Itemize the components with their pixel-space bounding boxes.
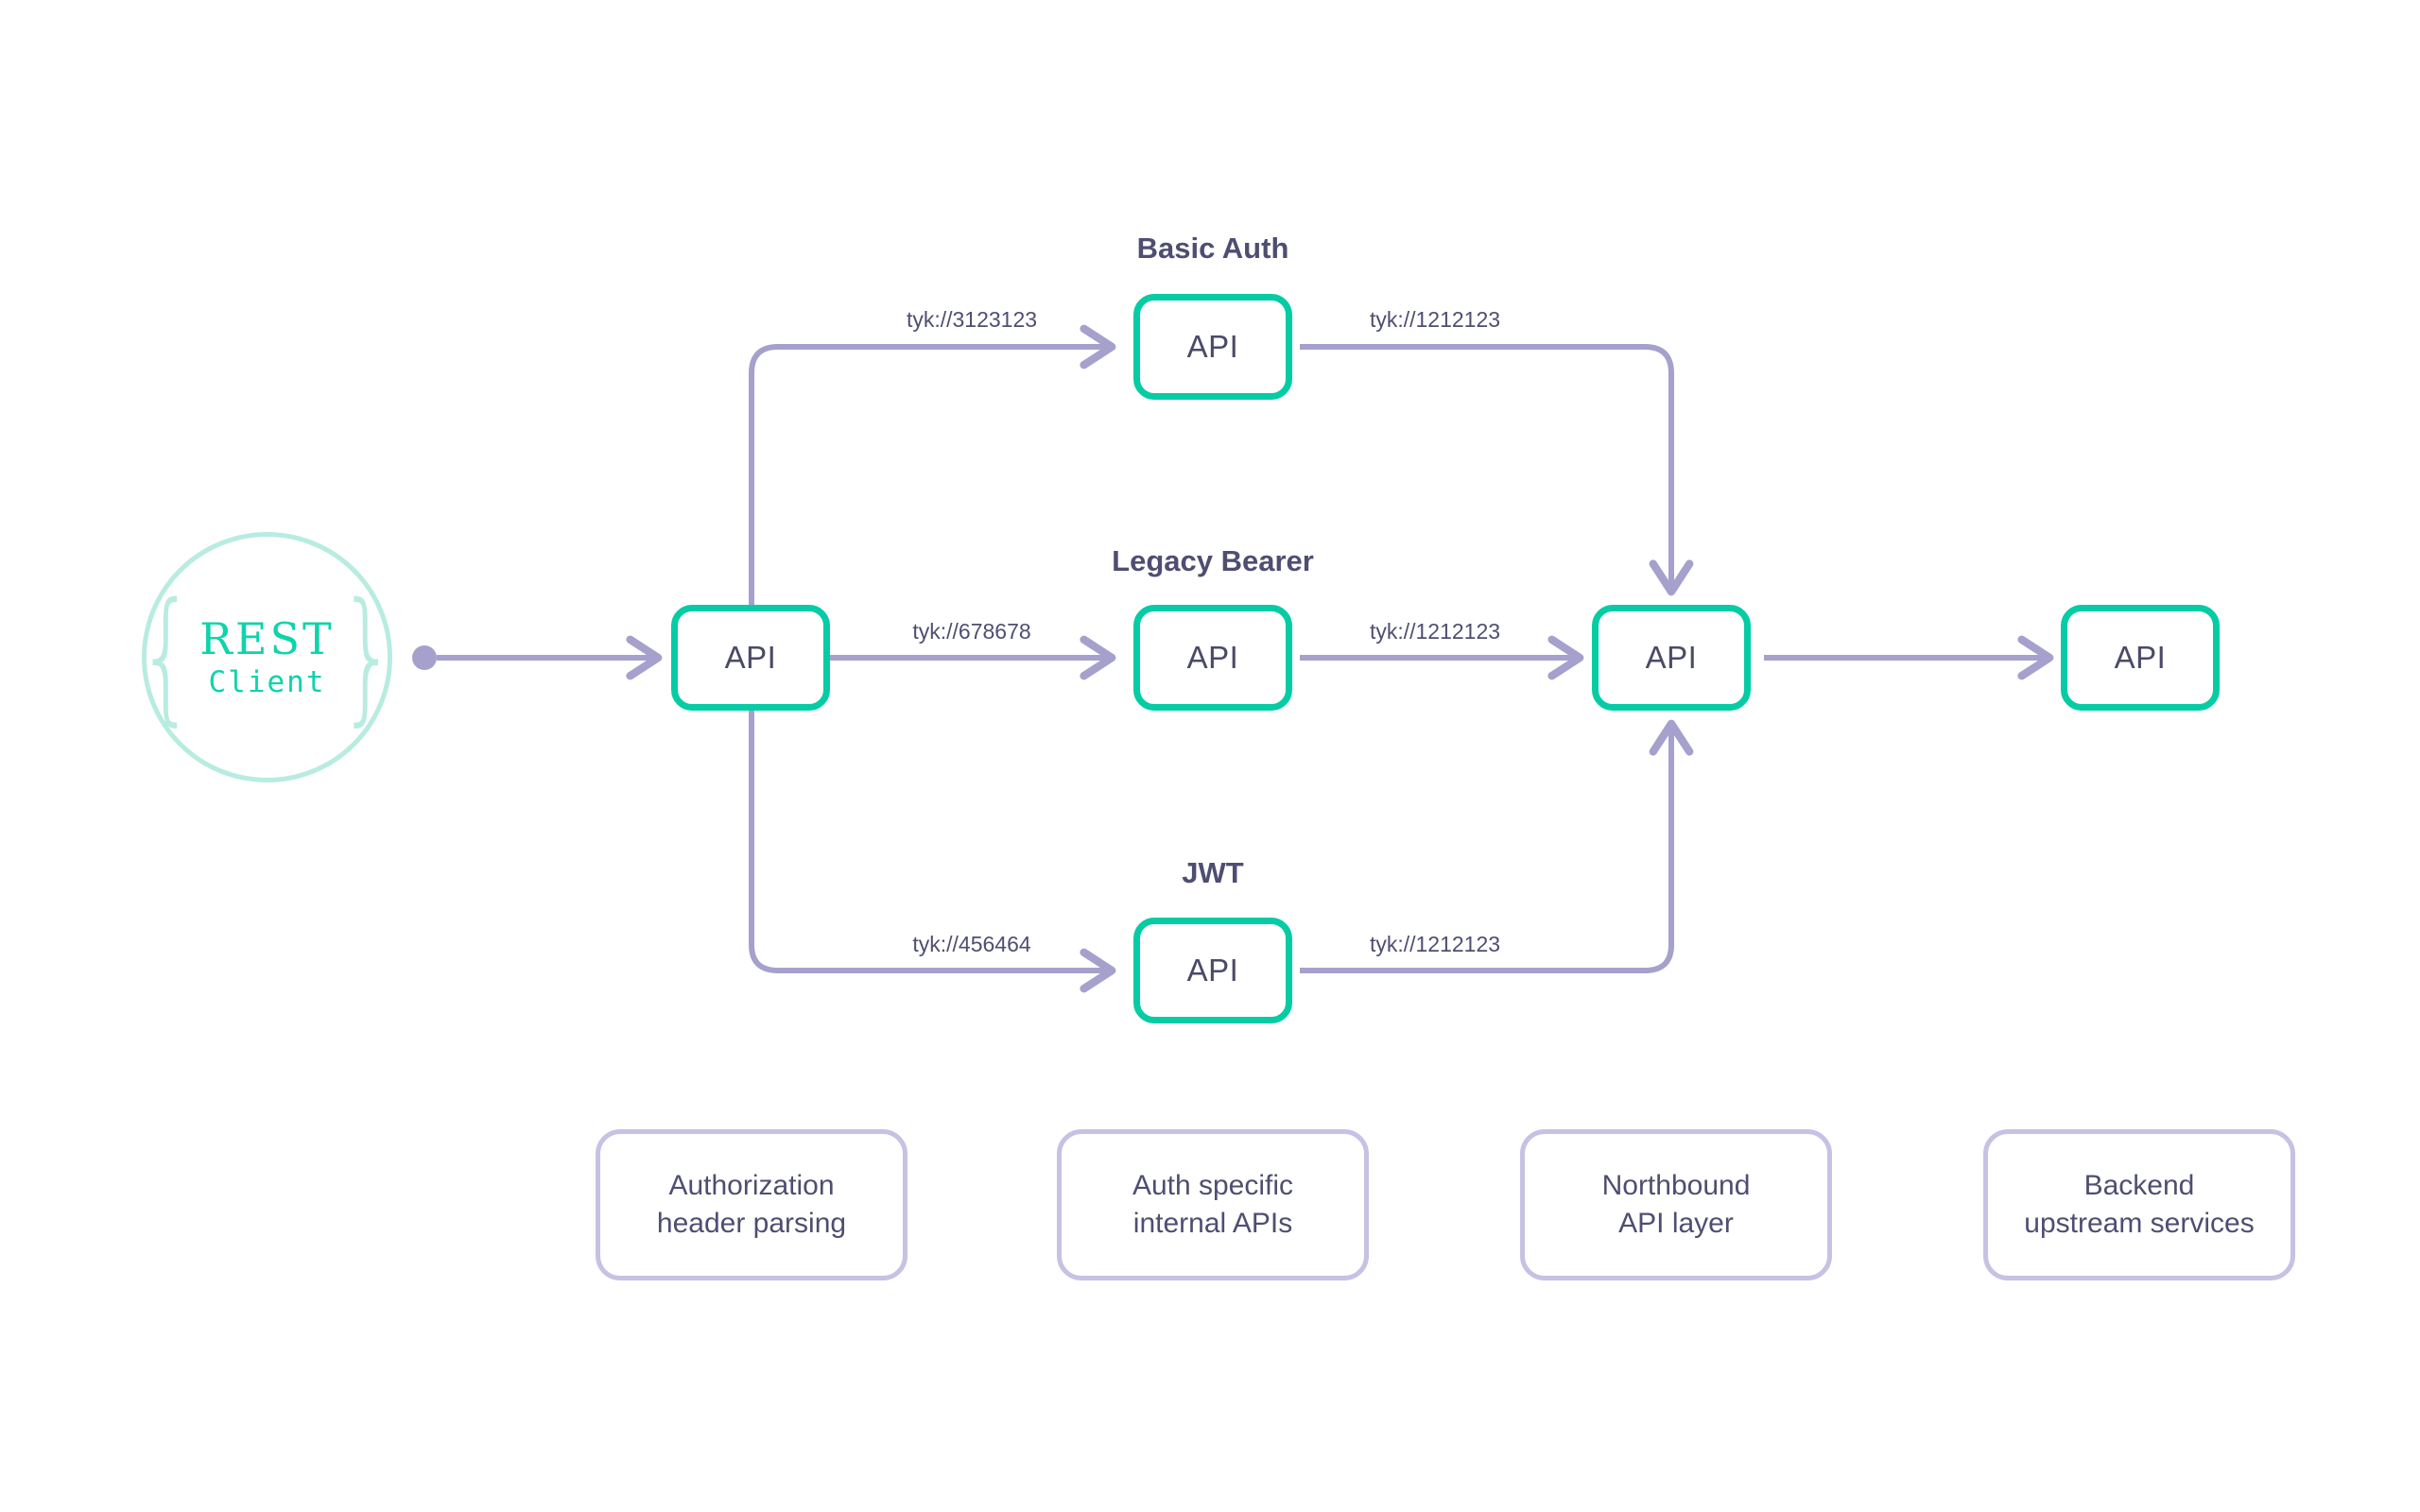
api-node-legacy-bearer[interactable]: API xyxy=(1133,605,1292,711)
edge-label-basic-auth-to-northbound: tyk://1212123 xyxy=(1369,307,1501,332)
brace-close-icon: } xyxy=(337,573,398,741)
rest-client-line1: REST xyxy=(199,612,335,664)
api-node-backend[interactable]: API xyxy=(2061,605,2220,711)
edge-label-gateway-to-legacy-bearer: tyk://678678 xyxy=(912,619,1031,644)
legend-auth-specific-internal-apis: Auth specific internal APIs xyxy=(1057,1129,1369,1280)
legend-backend-upstream-services-line2: upstream services xyxy=(2024,1208,2255,1239)
edge-label-gateway-to-basic-auth: tyk://3123123 xyxy=(906,307,1038,332)
legend-northbound-api-layer: Northbound API layer xyxy=(1520,1129,1832,1280)
api-node-northbound-label: API xyxy=(1645,640,1698,675)
edge-label-gateway-to-jwt: tyk://456464 xyxy=(912,932,1031,956)
legend-authorization-header-parsing: Authorization header parsing xyxy=(596,1129,908,1280)
rest-client-inner: { REST Client } xyxy=(137,585,397,729)
legend-backend-upstream-services-line1: Backend xyxy=(2083,1170,2195,1202)
client-origin-dot xyxy=(412,645,437,670)
api-node-northbound[interactable]: API xyxy=(1592,605,1751,711)
legend-auth-specific-internal-apis-text: Auth specific internal APIs xyxy=(1132,1167,1293,1242)
legend-northbound-api-layer-line1: Northbound xyxy=(1601,1170,1751,1202)
legend-auth-specific-internal-apis-line1: Auth specific xyxy=(1132,1170,1294,1202)
api-node-backend-label: API xyxy=(2114,640,2167,675)
legend-authorization-header-parsing-line2: header parsing xyxy=(656,1208,847,1239)
legend-backend-upstream-services-text: Backend upstream services xyxy=(2024,1167,2254,1242)
legend-northbound-api-layer-text: Northbound API layer xyxy=(1602,1167,1751,1242)
edge-label-legacy-bearer-to-northbound: tyk://1212123 xyxy=(1369,619,1501,644)
legend-auth-specific-internal-apis-line2: internal APIs xyxy=(1132,1208,1293,1239)
api-node-gateway-label: API xyxy=(724,640,777,675)
api-node-jwt-label: API xyxy=(1186,953,1239,988)
edge-basic-auth-to-northbound xyxy=(1300,344,1694,596)
legend-northbound-api-layer-line2: API layer xyxy=(1618,1208,1734,1239)
brace-open-icon: { xyxy=(136,573,197,741)
group-title-basic-auth: Basic Auth xyxy=(1136,232,1289,265)
group-title-jwt: JWT xyxy=(1182,856,1244,889)
legend-authorization-header-parsing-text: Authorization header parsing xyxy=(657,1167,846,1242)
rest-client-line2: Client xyxy=(208,665,326,700)
api-node-jwt[interactable]: API xyxy=(1133,918,1292,1023)
api-node-gateway[interactable]: API xyxy=(671,605,830,711)
group-title-legacy-bearer: Legacy Bearer xyxy=(1112,544,1314,577)
rest-client-labels: REST Client xyxy=(199,613,334,701)
edge-gateway-to-basic-auth xyxy=(749,324,1116,605)
api-node-basic-auth-label: API xyxy=(1186,329,1239,364)
api-node-legacy-bearer-label: API xyxy=(1186,640,1239,675)
api-node-basic-auth[interactable]: API xyxy=(1133,294,1292,400)
legend-backend-upstream-services: Backend upstream services xyxy=(1983,1129,2295,1280)
edge-label-jwt-to-northbound: tyk://1212123 xyxy=(1369,932,1501,956)
rest-client-badge: { REST Client } xyxy=(137,532,397,782)
legend-authorization-header-parsing-line1: Authorization xyxy=(668,1170,835,1202)
